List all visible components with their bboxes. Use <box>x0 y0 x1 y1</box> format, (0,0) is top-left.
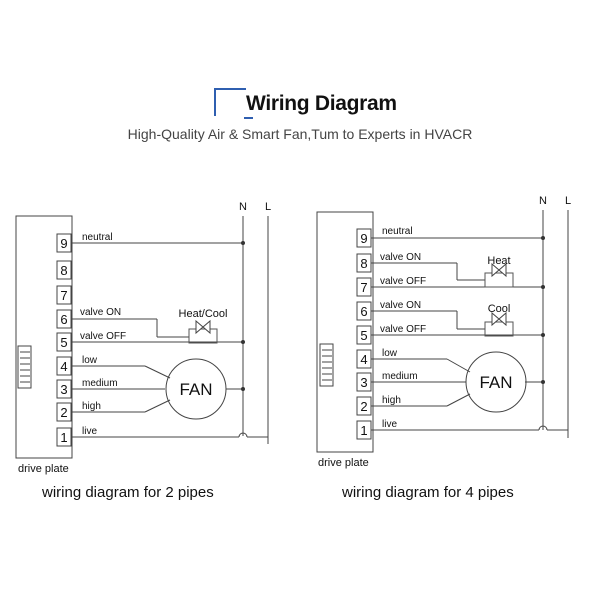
header: Wiring Diagram High-Quality Air & Smart … <box>0 0 600 150</box>
right-plate-label: drive plate <box>318 457 369 469</box>
left-terminal-label: 7 <box>60 288 67 303</box>
left-wire-label: high <box>82 401 101 412</box>
right-terminal-label: 8 <box>360 256 367 271</box>
left-diagram: 9 8 7 6 5 4 3 2 1 N L <box>15 201 271 475</box>
title-block: Wiring Diagram <box>214 88 414 122</box>
right-plate-connector <box>319 343 334 387</box>
right-wire-label: valve OFF <box>380 324 426 335</box>
right-wire-label: valve ON <box>380 252 421 263</box>
left-bus-l-label: L <box>265 201 271 213</box>
left-wire-label: medium <box>82 378 118 389</box>
left-terminal-label: 9 <box>60 236 67 251</box>
left-wire-label: neutral <box>82 232 113 243</box>
page-title: Wiring Diagram <box>246 92 397 115</box>
right-cool-valve-label: Cool <box>488 303 511 315</box>
right-crossover-hop <box>538 425 548 431</box>
left-terminal-8 <box>56 260 72 280</box>
right-terminal-label: 3 <box>360 375 367 390</box>
left-terminal-7 <box>56 285 72 305</box>
left-wire-label: low <box>82 355 98 366</box>
left-valve-label: Heat/Cool <box>179 308 228 320</box>
right-cool-valve-icon <box>484 311 514 337</box>
right-caption: wiring diagram for 4 pipes <box>342 484 514 501</box>
right-terminal-label: 6 <box>360 304 367 319</box>
right-fan-icon <box>465 351 527 413</box>
right-terminal-label: 9 <box>360 231 367 246</box>
right-terminal-label: 2 <box>360 399 367 414</box>
right-wire-label: high <box>382 395 401 406</box>
right-heat-valve-label: Heat <box>487 255 510 267</box>
left-bus-n-label: N <box>239 201 247 213</box>
right-drive-plate <box>316 211 374 453</box>
left-fan-label: FAN <box>179 380 212 399</box>
left-terminal-label: 2 <box>60 405 67 420</box>
right-wire-label: live <box>382 419 397 430</box>
right-wire-label: medium <box>382 371 418 382</box>
page-subtitle: High-Quality Air & Smart Fan,Tum to Expe… <box>127 126 473 142</box>
title-underline <box>244 117 253 119</box>
left-plate-label: drive plate <box>18 463 69 475</box>
right-terminal-label: 4 <box>360 352 367 367</box>
left-drive-plate <box>15 215 73 459</box>
right-wire-label: valve ON <box>380 300 421 311</box>
left-terminal-label: 8 <box>60 263 67 278</box>
left-valve-icon <box>188 319 218 344</box>
left-crossover-hop <box>238 432 248 438</box>
left-terminal-label: 5 <box>60 335 67 350</box>
left-terminal-label: 6 <box>60 312 67 327</box>
right-wire-label: neutral <box>382 226 413 237</box>
left-terminal-label: 1 <box>60 430 67 445</box>
right-terminal-label: 1 <box>360 423 367 438</box>
right-terminal-label: 5 <box>360 328 367 343</box>
left-fan-icon <box>165 358 227 420</box>
right-fan-label: FAN <box>479 373 512 392</box>
right-wire-label: low <box>382 348 398 359</box>
left-plate-connector <box>17 345 32 389</box>
left-terminal-label: 4 <box>60 359 67 374</box>
left-caption: wiring diagram for 2 pipes <box>42 484 214 501</box>
right-wire-label: valve OFF <box>380 276 426 287</box>
left-wire-label: live <box>82 426 97 437</box>
right-diagram: 9 8 7 6 5 4 3 2 1 N L <box>316 195 571 469</box>
left-terminal-label: 3 <box>60 382 67 397</box>
left-wire-label: valve OFF <box>80 331 126 342</box>
right-bus-n-label: N <box>539 195 547 207</box>
right-heat-valve-icon <box>484 262 514 288</box>
title-bracket-icon <box>214 88 246 116</box>
right-bus-l-label: L <box>565 195 571 207</box>
left-wire-label: valve ON <box>80 307 121 318</box>
right-terminal-label: 7 <box>360 280 367 295</box>
